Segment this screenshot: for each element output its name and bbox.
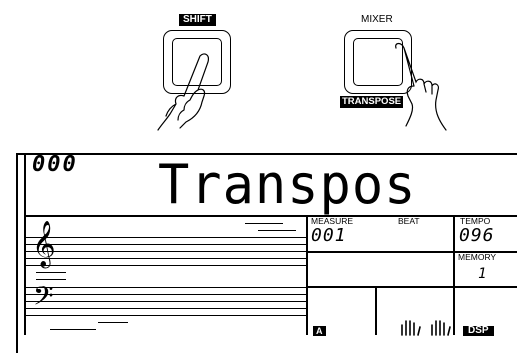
staff-line bbox=[24, 244, 306, 245]
measure-value: 001 bbox=[311, 227, 347, 245]
hand-pointer-icon bbox=[140, 52, 220, 132]
lcd-divider-hands bbox=[375, 286, 377, 335]
lcd-divider-top bbox=[24, 215, 517, 217]
ledger-line bbox=[245, 223, 283, 224]
hands-icon bbox=[398, 317, 454, 337]
shift-label: SHIFT bbox=[179, 14, 216, 26]
ledger-line bbox=[36, 272, 66, 273]
lcd-main-text: Transpos bbox=[158, 158, 416, 213]
staff-line bbox=[24, 308, 306, 309]
hand-pointer-icon bbox=[390, 42, 470, 132]
beat-label: BEAT bbox=[398, 217, 420, 226]
mixer-label: MIXER bbox=[361, 14, 393, 26]
ledger-line bbox=[50, 329, 96, 330]
ledger-line bbox=[98, 322, 128, 323]
staff-line bbox=[24, 301, 306, 302]
staff-line bbox=[24, 251, 306, 252]
lcd-divider-lower bbox=[307, 286, 517, 288]
lcd-divider-staff bbox=[306, 215, 308, 335]
bass-clef-icon: 𝄢 bbox=[33, 283, 54, 315]
tempo-value: 096 bbox=[459, 227, 495, 245]
staff-line bbox=[24, 315, 306, 316]
staff-line bbox=[24, 237, 306, 238]
treble-clef-icon: 𝄞 bbox=[32, 224, 56, 264]
memory-value: 1 bbox=[478, 265, 487, 283]
lcd-number: 000 bbox=[32, 154, 78, 176]
staff-line bbox=[24, 265, 306, 266]
ledger-line bbox=[258, 230, 296, 231]
staff-line bbox=[24, 258, 306, 259]
staff-line bbox=[24, 294, 306, 295]
memory-label: MEMORY bbox=[458, 253, 496, 262]
staff-line bbox=[24, 287, 306, 288]
